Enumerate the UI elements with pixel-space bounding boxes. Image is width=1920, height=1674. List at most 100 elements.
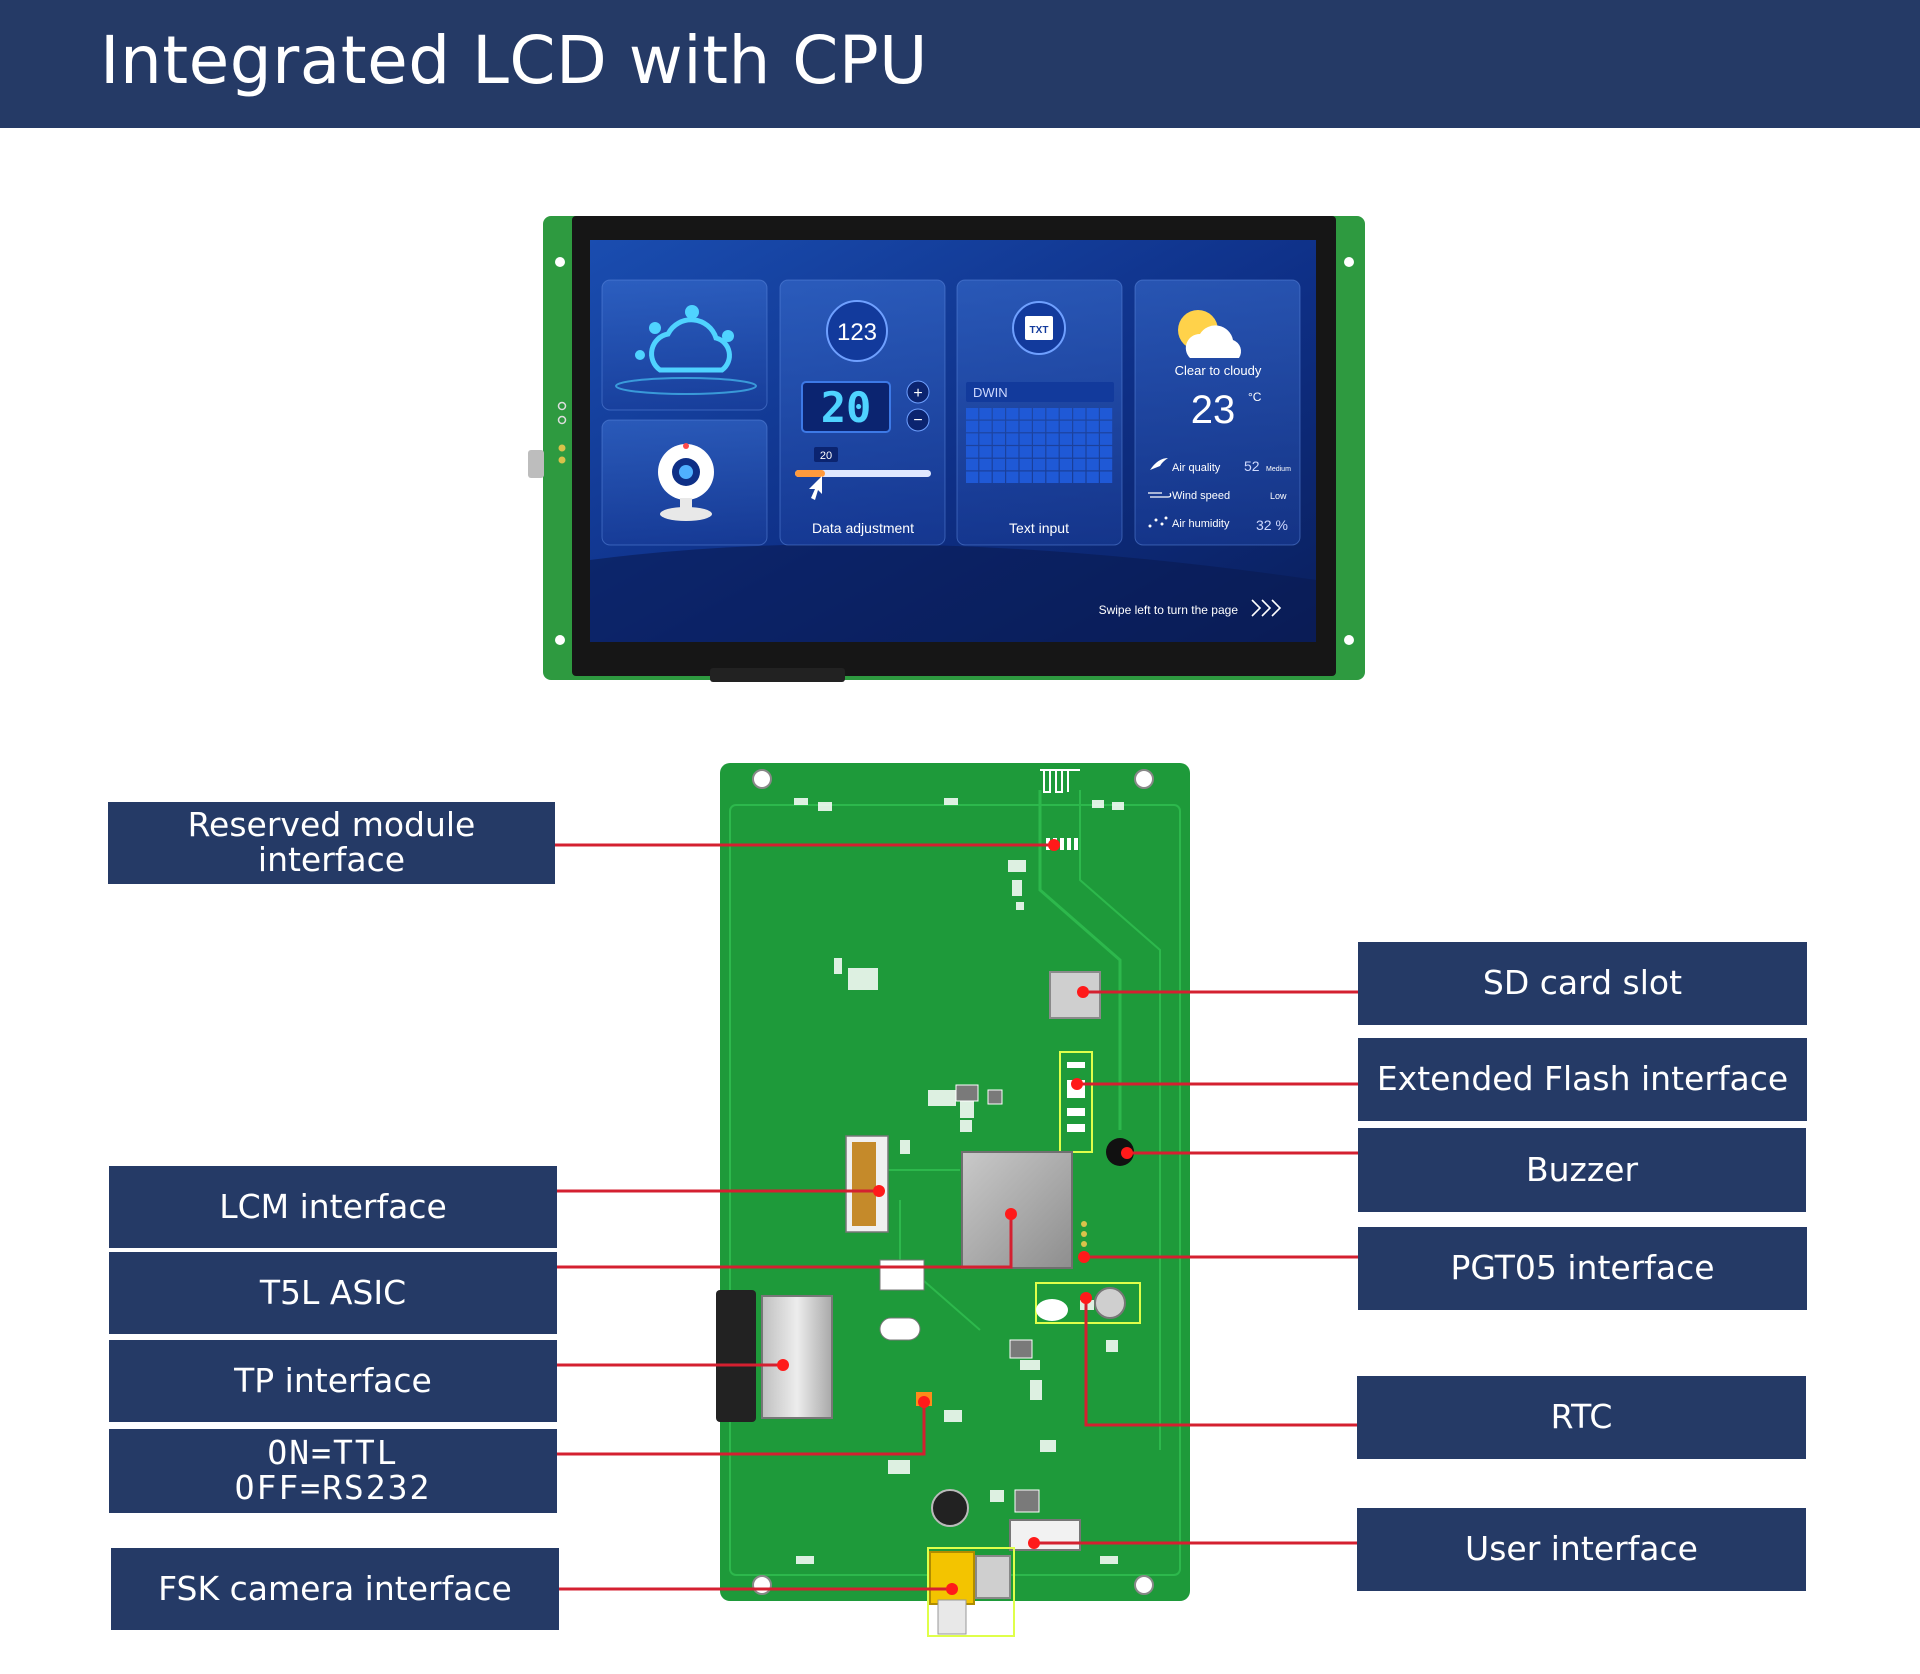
keyboard-key[interactable] [1019, 420, 1032, 433]
keyboard-key[interactable] [992, 408, 1005, 420]
keyboard-key[interactable] [1033, 420, 1046, 433]
keyboard-key[interactable] [966, 408, 979, 420]
keyboard-key[interactable] [1073, 471, 1086, 484]
virtual-keyboard[interactable] [966, 408, 1113, 484]
card-smart-home[interactable] [601, 279, 768, 411]
label-text: RTC [1550, 1397, 1613, 1437]
keyboard-key[interactable] [979, 420, 992, 433]
keyboard-key[interactable] [1086, 471, 1099, 484]
keyboard-key[interactable] [1059, 433, 1072, 445]
keyboard-key[interactable] [966, 433, 979, 445]
keyboard-key[interactable] [1019, 458, 1032, 471]
text-input-field[interactable] [966, 382, 1114, 402]
keyboard-key[interactable] [1100, 420, 1113, 433]
keyboard-key[interactable] [966, 420, 979, 433]
label-text: PGT05 interface [1450, 1248, 1715, 1288]
keyboard-key[interactable] [1046, 408, 1059, 420]
keyboard-key[interactable] [1019, 446, 1032, 458]
keyboard-key[interactable] [1086, 446, 1099, 458]
label-lcm-interface: LCM interface [109, 1166, 557, 1248]
keyboard-key[interactable] [1006, 446, 1019, 458]
keyboard-key[interactable] [992, 458, 1005, 471]
keyboard-key[interactable] [966, 446, 979, 458]
keyboard-key[interactable] [979, 433, 992, 445]
keyboard-key[interactable] [1046, 446, 1059, 458]
keyboard-key[interactable] [979, 408, 992, 420]
lcm-fpc [852, 1142, 876, 1226]
keyboard-key[interactable] [979, 446, 992, 458]
keyboard-key[interactable] [1033, 446, 1046, 458]
keyboard-key[interactable] [1059, 458, 1072, 471]
card-weather[interactable]: Clear to cloudy 23 °C Air quality 52 Med… [1134, 279, 1301, 546]
label-tp-interface: TP interface [109, 1340, 557, 1422]
keyboard-key[interactable] [992, 433, 1005, 445]
humidity-label: Air humidity [1172, 518, 1230, 530]
slider-track[interactable] [795, 470, 931, 477]
keyboard-key[interactable] [1086, 408, 1099, 420]
keyboard-key[interactable] [1073, 458, 1086, 471]
keyboard-key[interactable] [966, 458, 979, 471]
card-text-input[interactable]: TXT DWIN Text input [956, 279, 1123, 546]
keyboard-key[interactable] [1033, 433, 1046, 445]
chevrons-right-icon[interactable] [1251, 599, 1282, 617]
card-camera[interactable] [601, 419, 768, 546]
keyboard-key[interactable] [1059, 446, 1072, 458]
keyboard-key[interactable] [1046, 420, 1059, 433]
keyboard-key[interactable] [1086, 420, 1099, 433]
thermometer-icon [685, 305, 699, 319]
keyboard-key[interactable] [1046, 471, 1059, 484]
data-adjustment-label: Data adjustment [812, 520, 914, 536]
keyboard-key[interactable] [1019, 471, 1032, 484]
keyboard-key[interactable] [1006, 433, 1019, 445]
label-line-2: OFF=RS232 [234, 1468, 432, 1507]
increment-button[interactable] [906, 380, 930, 404]
label-ttl-rs232-switch: ON=TTL OFF=RS232 [109, 1429, 557, 1513]
keyboard-key[interactable] [1086, 433, 1099, 445]
keyboard-key[interactable] [1100, 471, 1113, 484]
keyboard-key[interactable] [979, 471, 992, 484]
keyboard-key[interactable] [1100, 408, 1113, 420]
temperature-unit: °C [1248, 390, 1262, 404]
fsk-camera-highlight [927, 1547, 1015, 1637]
card-data-adjustment[interactable]: 123 20 + − 20 Data adjustment [779, 279, 946, 546]
humidity-value: 32 % [1256, 517, 1288, 533]
keyboard-key[interactable] [1019, 408, 1032, 420]
keyboard-key[interactable] [1059, 420, 1072, 433]
label-text: FSK camera interface [158, 1568, 512, 1608]
keyboard-key[interactable] [1006, 458, 1019, 471]
keyboard-key[interactable] [1006, 471, 1019, 484]
keyboard-key[interactable] [1059, 471, 1072, 484]
keyboard-key[interactable] [1073, 420, 1086, 433]
keyboard-header: DWIN [973, 385, 1008, 400]
keyboard-key[interactable] [1073, 433, 1086, 445]
keyboard-key[interactable] [1100, 433, 1113, 445]
keyboard-key[interactable] [1033, 471, 1046, 484]
keyboard-key[interactable] [1006, 408, 1019, 420]
keyboard-key[interactable] [1100, 446, 1113, 458]
keyboard-key[interactable] [1100, 458, 1113, 471]
keyboard-key[interactable] [1033, 458, 1046, 471]
keyboard-key[interactable] [1073, 446, 1086, 458]
fpc-tab [710, 668, 845, 682]
keyboard-key[interactable] [979, 458, 992, 471]
keyboard-key[interactable] [992, 471, 1005, 484]
keyboard-key[interactable] [966, 471, 979, 484]
leader-ttl [557, 1402, 926, 1456]
keyboard-key[interactable] [1033, 408, 1046, 420]
keyboard-key[interactable] [992, 446, 1005, 458]
keyboard-key[interactable] [992, 420, 1005, 433]
keyboard-key[interactable] [1006, 420, 1019, 433]
keyboard-key[interactable] [1046, 433, 1059, 445]
decrement-button[interactable] [906, 408, 930, 432]
keyboard-key[interactable] [1019, 433, 1032, 445]
pcb-board [720, 763, 1190, 1601]
keyboard-key[interactable] [1046, 458, 1059, 471]
numeric-icon-text: 123 [837, 319, 877, 346]
label-extended-flash-interface: Extended Flash interface [1358, 1038, 1807, 1121]
keyboard-key[interactable] [1059, 408, 1072, 420]
label-pgt05-interface: PGT05 interface [1358, 1227, 1807, 1310]
keyboard-key[interactable] [1086, 458, 1099, 471]
mount-hole [1134, 769, 1154, 789]
keyboard-key[interactable] [1073, 408, 1086, 420]
leader-lines [555, 843, 1358, 1591]
